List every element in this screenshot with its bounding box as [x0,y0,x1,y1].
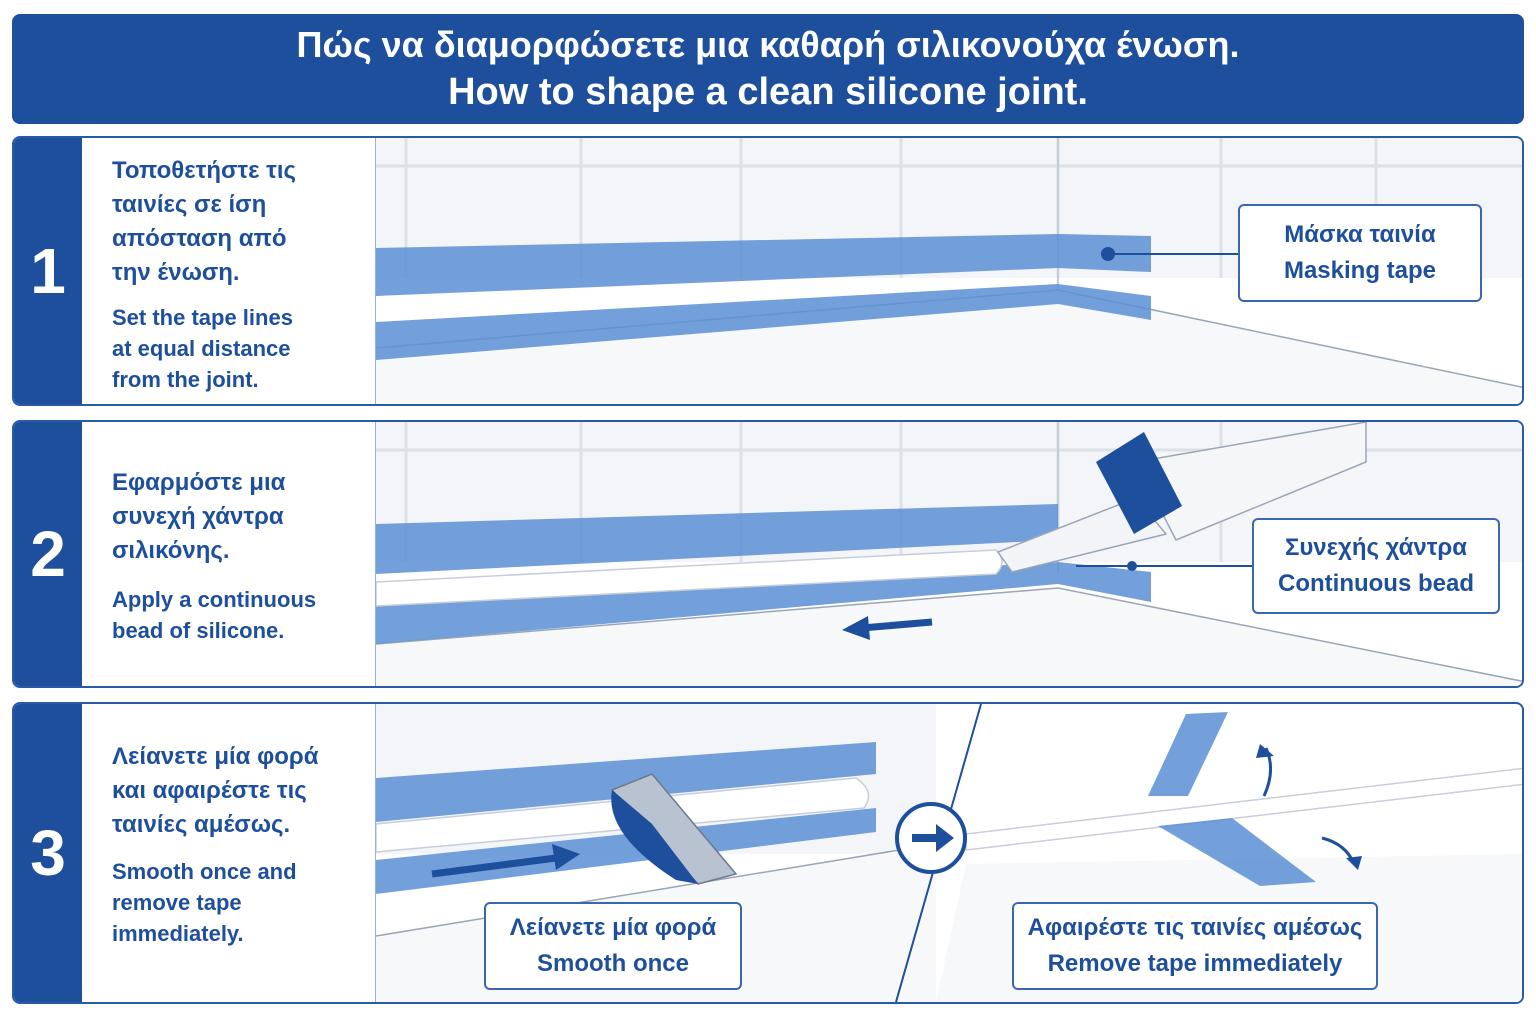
title-greek: Πώς να διαμορφώσετε μια καθαρή σιλικονού… [296,24,1240,65]
callout-smooth-once: Λείανετε μία φορά Smooth once [484,902,742,990]
bathtub [376,290,1522,404]
callout-english: Continuous bead [1278,570,1474,597]
masking-tape-lower [376,808,876,894]
step-text-greek-line: ταινίες σε ίση [112,191,267,218]
callout-greek: Μάσκα ταινία [1284,221,1436,248]
step-text-english-line: Set the tape lines [112,305,293,330]
step-1-panel: 1 Τοποθετήστε τις ταινίες σε ίση απόστασ… [12,136,1524,406]
step-text-greek-line: Λείανετε μία φορά [112,743,319,770]
step-text-english-line: from the joint. [112,367,259,392]
callout-greek: Συνεχής χάντρα [1284,534,1468,561]
step-1-illustration: Μάσκα ταινία Masking tape [375,138,1522,404]
step-text-greek-line: την ένωση. [112,259,240,286]
step-text-greek-line: και αφαιρέστε τις [112,777,307,804]
tub-edge-left [376,843,937,937]
step-text-english-line: Apply a continuous [112,587,317,612]
arrow-left-icon [842,616,933,640]
peeled-tape-upper [1148,712,1228,796]
step-number: 2 [14,422,82,686]
step-number: 1 [14,138,82,404]
step-3-panel: 3 Λείανετε μία φορά και αφαιρέστε τις τα… [12,702,1524,1004]
masking-tape-upper [376,234,1151,296]
silicone-bead [376,549,1003,607]
step-text-english-line: Smooth once and [112,859,297,884]
masking-tape-upper [376,742,876,822]
step-2-illustration: Συνεχής χάντρα Continuous bead [375,422,1522,686]
callout-english: Remove tape immediately [1047,950,1343,977]
step-text-greek-line: ταινίες αμέσως. [112,811,291,838]
masking-tape-upper [376,504,1058,574]
masking-tape-lower [376,284,1151,360]
step-1-text: Τοποθετήστε τις ταινίες σε ίση απόσταση … [82,138,375,404]
step-text-greek-line: συνεχή χάντρα [112,503,284,530]
callout-masking-tape: Μάσκα ταινία Masking tape [1238,204,1482,302]
callout-greek: Αφαιρέστε τις ταινίες αμέσως [1027,914,1363,941]
peeled-tape-lower [1158,818,1316,886]
arrow-right-icon [431,844,580,878]
step-text-greek-line: Εφαρμόστε μια [112,469,286,496]
step-text-greek-line: Τοποθετήστε τις [112,157,297,184]
step-number: 3 [14,704,82,1002]
bathtub [376,588,1522,686]
callout-english: Smooth once [536,950,689,977]
masking-tape-lower [376,562,1151,644]
step-2-panel: 2 Εφαρμόστε μια συνεχή χάντρα σιλικόνης.… [12,420,1524,688]
step-2-text: Εφαρμόστε μια συνεχή χάντρα σιλικόνης. A… [82,422,375,686]
smoothing-tool-grip [611,790,698,884]
step-text-greek-line: σιλικόνης. [112,537,230,564]
step-3-text: Λείανετε μία φορά και αφαιρέστε τις ταιν… [82,704,375,1002]
caulk-tube-band [1096,432,1182,534]
peel-arrowhead-down [1346,856,1362,870]
callout-remove-tape: Αφαιρέστε τις ταινίες αμέσως Remove tape… [1012,902,1378,990]
title-banner: Πώς να διαμορφώσετε μια καθαρή σιλικονού… [12,14,1524,124]
step-3-illustration: Λείανετε μία φορά Smooth once Αφαιρέστε … [375,704,1522,1002]
step-text-english-line: immediately. [112,921,244,946]
circled-arrow-right-icon [895,802,967,874]
step-text-english-line: remove tape [112,890,242,915]
step-text-english-line: at equal distance [112,336,291,361]
step-text-english-line: bead of silicone. [112,618,285,643]
callout-continuous-bead: Συνεχής χάντρα Continuous bead [1252,518,1500,614]
peel-arrowhead-up [1256,744,1274,758]
callout-greek: Λείανετε μία φορά [509,914,717,941]
title-english: How to shape a clean silicone joint. [448,71,1088,113]
caulk-nozzle [996,497,1168,573]
tub-edge [376,587,1522,682]
callout-english: Masking tape [1283,257,1437,284]
step-text-greek-line: απόσταση από [112,225,287,252]
